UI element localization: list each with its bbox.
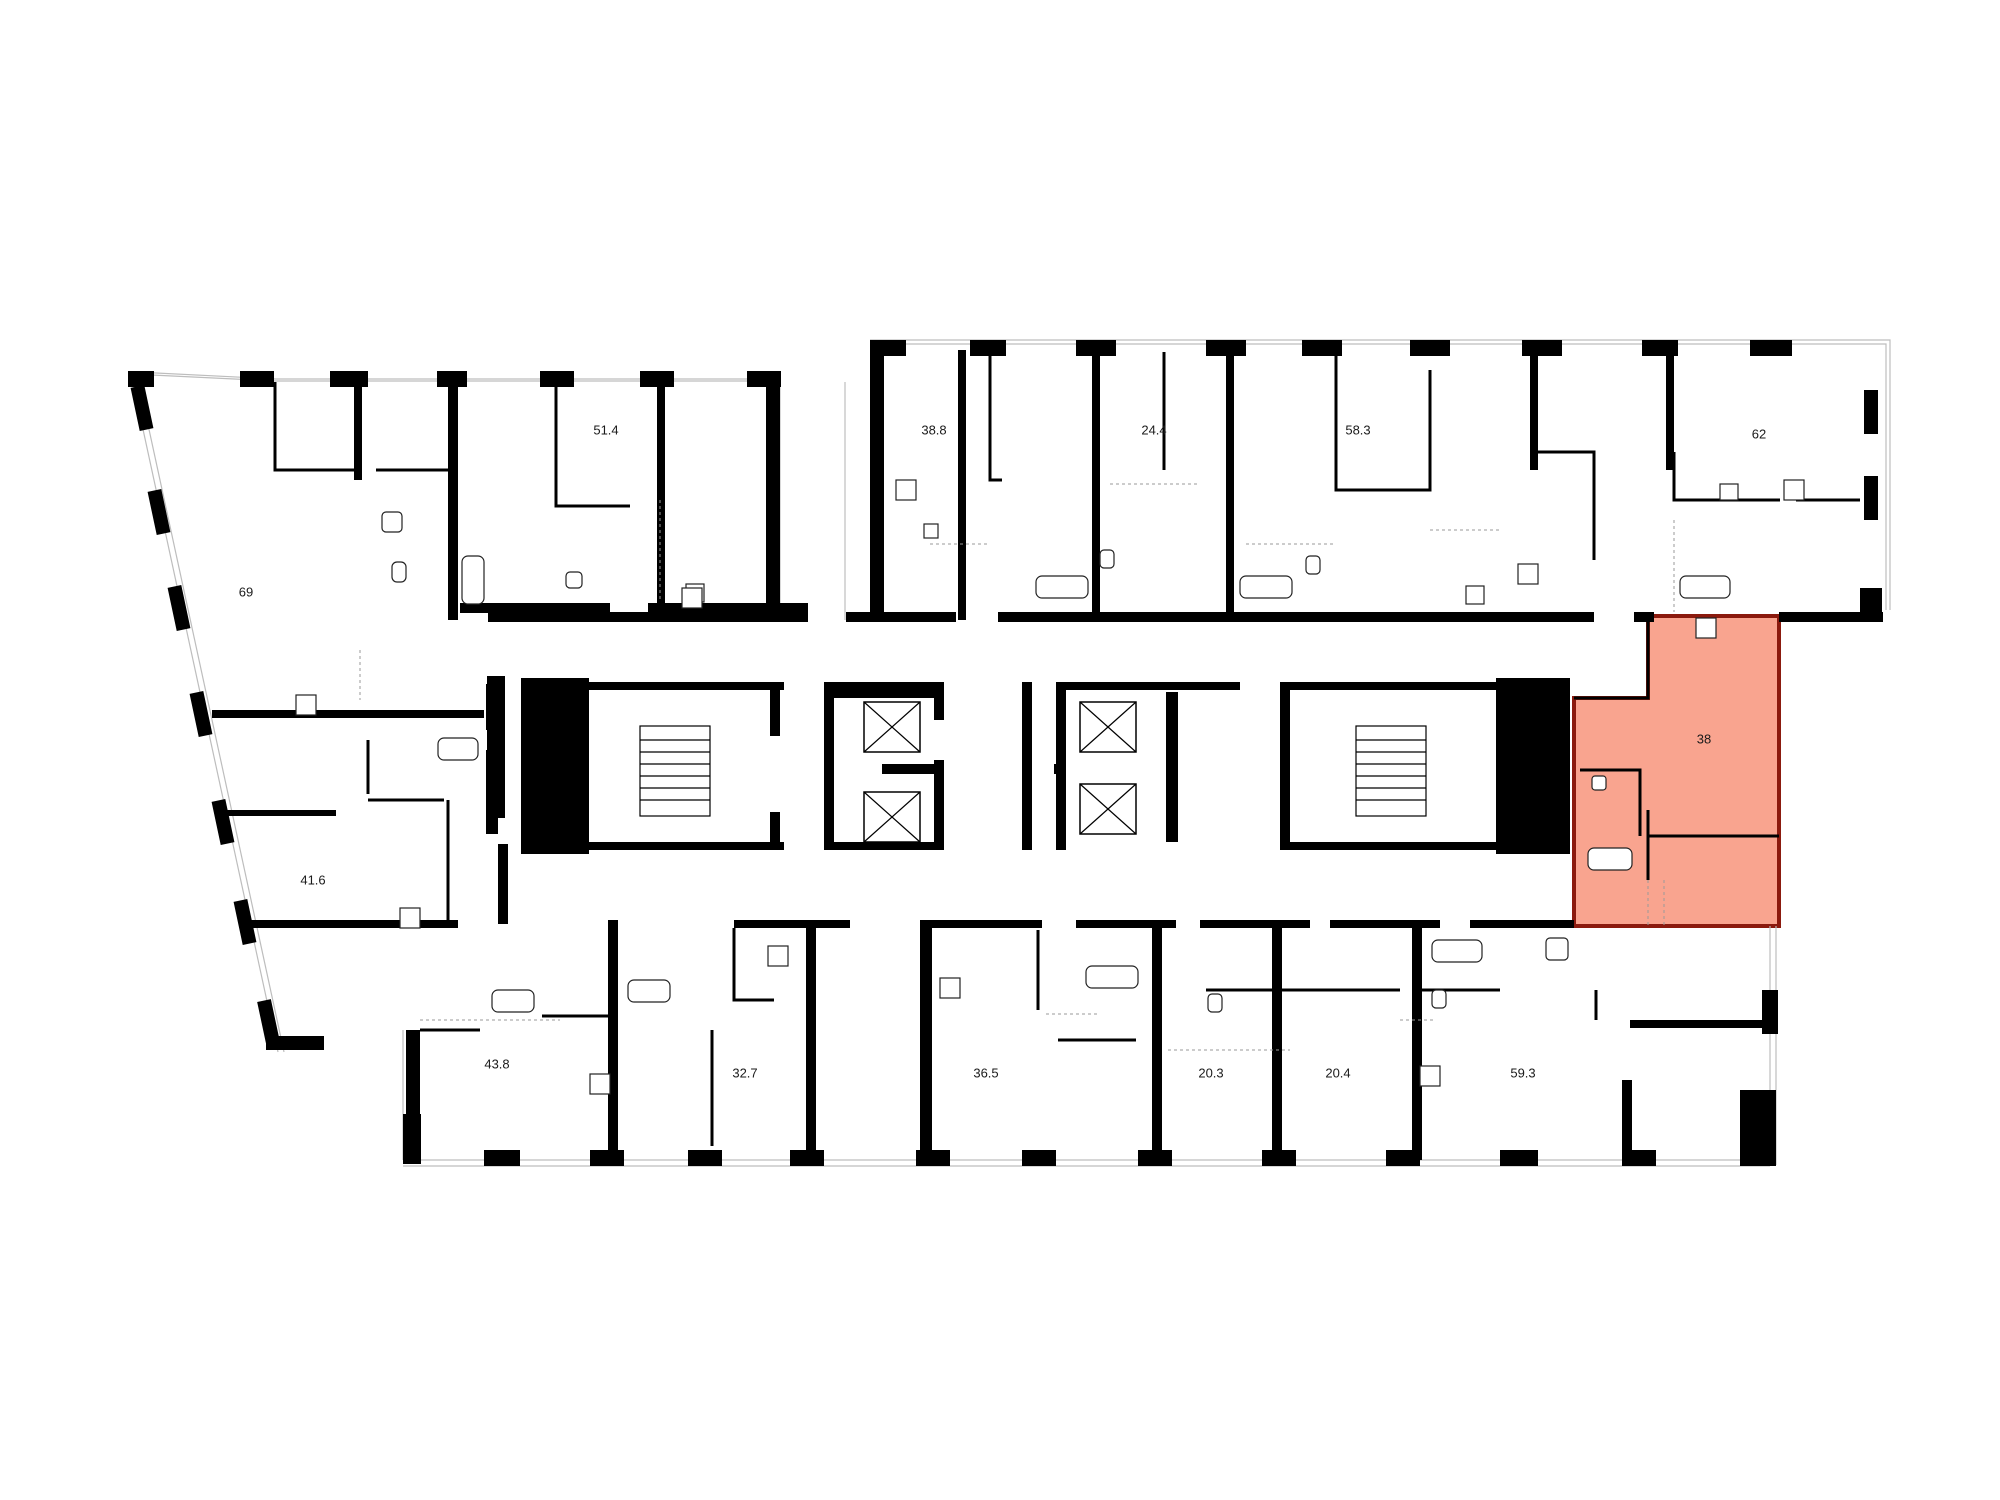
stoves [295,479,1805,1095]
unit-label-62: 62 [1752,426,1766,441]
unit-label-59-3: 59.3 [1510,1065,1535,1080]
elevator-shafts [863,701,1137,843]
stairwells [639,725,1427,817]
unit-label-38: 38 [1697,731,1711,746]
unit-label-32-7: 32.7 [732,1065,757,1080]
unit-label-58-3: 58.3 [1345,422,1370,437]
unit-label-41-6: 41.6 [300,872,325,887]
fixtures [381,483,1739,1013]
unit-label-20-4: 20.4 [1325,1065,1350,1080]
structural-walls [128,340,1883,1050]
unit-label-24-4: 24.4 [1141,422,1166,437]
interior-partitions [273,352,1860,1146]
unit-label-36-5: 36.5 [973,1065,998,1080]
unit-label-69: 69 [239,584,253,599]
area-labels: 69 51.4 38.8 24.4 58.3 62 38 41.6 43.8 3… [239,422,1766,1080]
room-dividers [359,483,1675,1051]
unit-label-38-8: 38.8 [921,422,946,437]
bottom-wing-walls [403,920,1778,1166]
unit-label-43-8: 43.8 [484,1056,509,1071]
unit-label-20-3: 20.3 [1198,1065,1223,1080]
unit-label-51-4: 51.4 [593,422,618,437]
